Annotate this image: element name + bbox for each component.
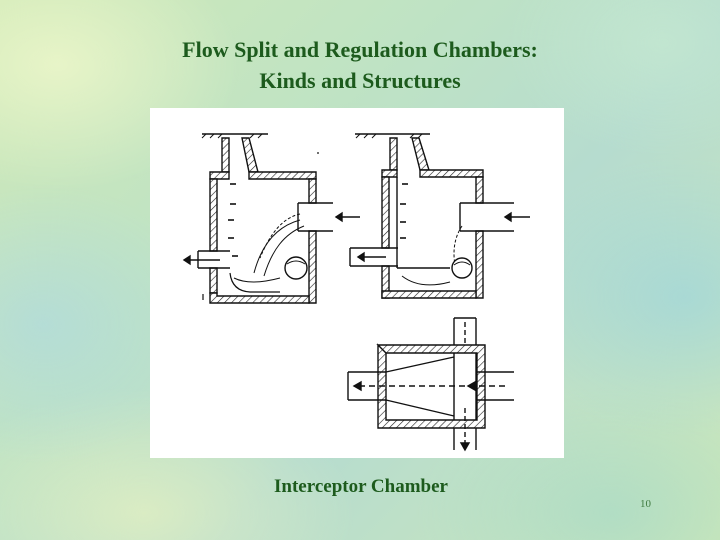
section-view-left bbox=[182, 133, 360, 304]
slide-title: Flow Split and Regulation Chambers: Kind… bbox=[0, 34, 720, 96]
plan-view bbox=[347, 317, 514, 452]
section-view-right bbox=[349, 133, 530, 299]
figure-caption: Interceptor Chamber bbox=[274, 476, 448, 497]
page-number: 10 bbox=[640, 498, 651, 510]
title-line-2: Kinds and Structures bbox=[259, 68, 461, 93]
interceptor-chamber-drawing bbox=[150, 108, 564, 458]
title-line-1: Flow Split and Regulation Chambers: bbox=[182, 37, 538, 62]
